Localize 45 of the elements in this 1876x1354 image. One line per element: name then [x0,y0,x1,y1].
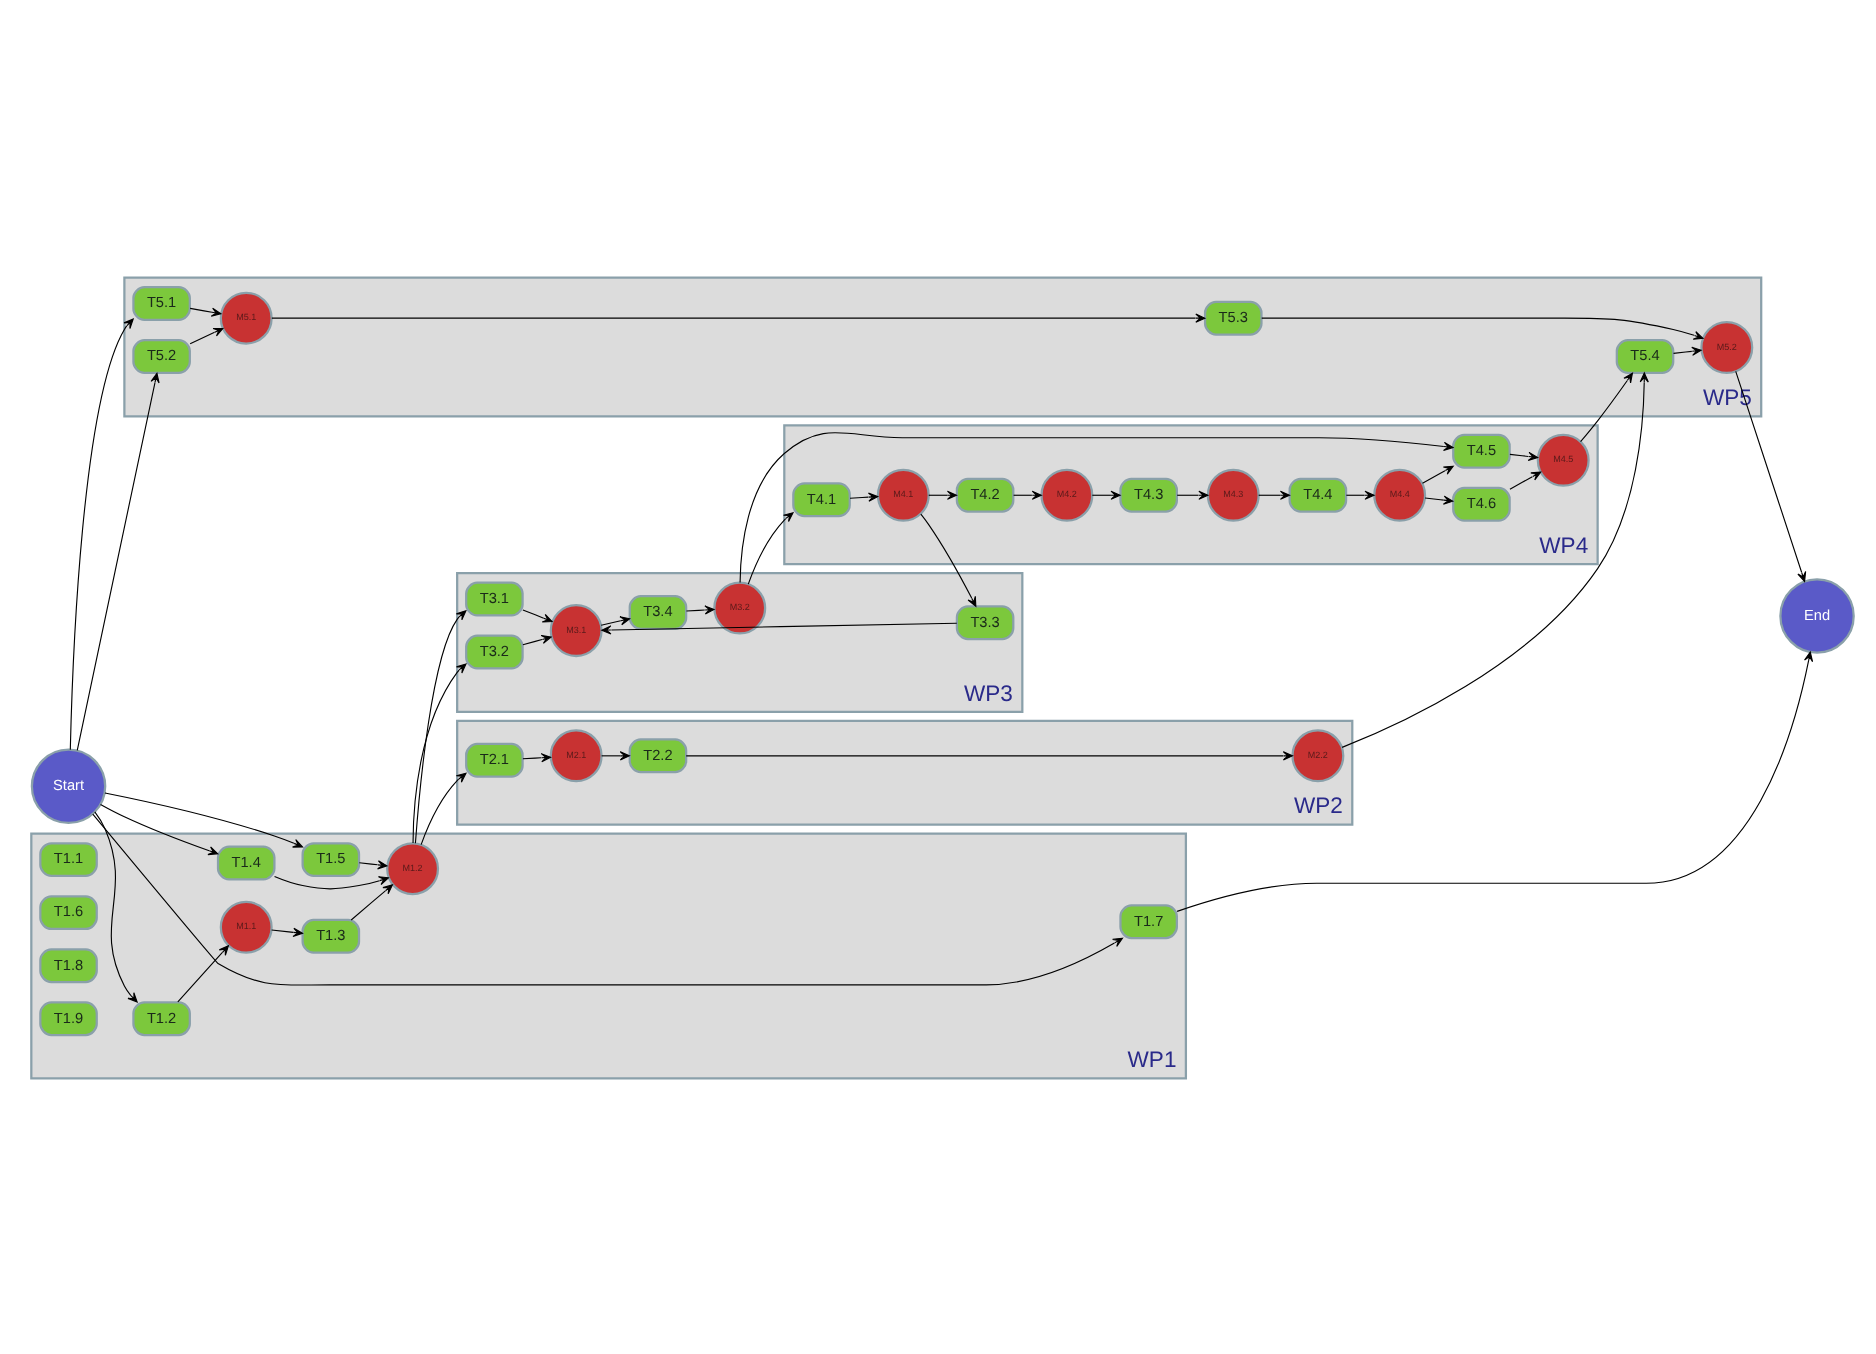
arrow [1421,464,1454,483]
arrow [1735,369,1807,581]
arrow [104,791,304,847]
arrow [522,752,552,762]
arrow [739,431,1454,583]
arrow [1345,489,1375,499]
arrow [1176,489,1209,499]
arrow [1013,489,1042,499]
arrow [69,317,134,750]
arrow [1341,371,1649,747]
arrow [177,944,229,1002]
arrow [1424,494,1454,504]
arrow [1672,345,1702,355]
arrow [685,604,715,614]
arrow [1580,371,1633,442]
arrow [414,609,467,843]
arrow [189,306,222,316]
arrow [1509,450,1539,461]
arrow [92,812,1124,985]
arrow [747,511,794,584]
arrow [522,608,553,622]
arrow [273,874,389,889]
arrow [849,491,879,501]
arrow [600,615,631,625]
arrow [271,926,303,936]
arrow [358,859,388,869]
arrow [412,662,467,843]
arrow [601,621,958,634]
arrow [1258,489,1291,499]
arrow [99,802,219,855]
arrow [522,633,552,645]
arrow [1261,316,1704,339]
arrow [920,512,977,606]
arrow [928,489,958,499]
arrow [1091,489,1121,499]
arrow [76,371,160,750]
arrow [94,810,138,1002]
arrow [1509,470,1542,489]
arrow [189,326,224,344]
arrow [420,771,467,845]
arrow [271,312,1206,322]
arrow [601,750,630,760]
arrow [1176,650,1814,911]
arrow [350,883,393,920]
arrow [685,750,1293,760]
